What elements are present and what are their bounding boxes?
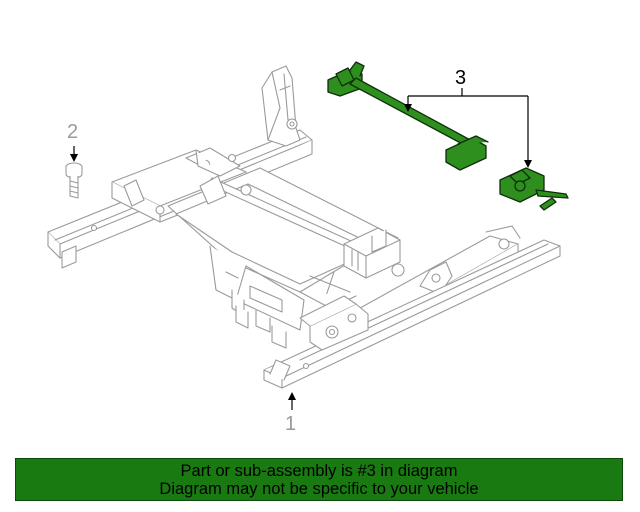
callout-1: 1: [285, 413, 297, 435]
banner-line-disclaimer: Diagram may not be specific to your vehi…: [159, 479, 479, 498]
parts-diagram: [47, 61, 569, 410]
seat-frame-track-assembly-icon: [47, 65, 561, 389]
leader-arrowheads: [70, 104, 532, 400]
banner-line-assembly: Part or sub-assembly is #3 in diagram: [180, 461, 458, 480]
callout-2: 2: [67, 121, 79, 143]
seat-height-adjuster-assembly-icon: [327, 61, 569, 211]
bolt-icon: [65, 162, 83, 199]
info-banner: Part or sub-assembly is #3 in diagram Di…: [15, 458, 623, 501]
callout-3: 3: [455, 67, 467, 89]
